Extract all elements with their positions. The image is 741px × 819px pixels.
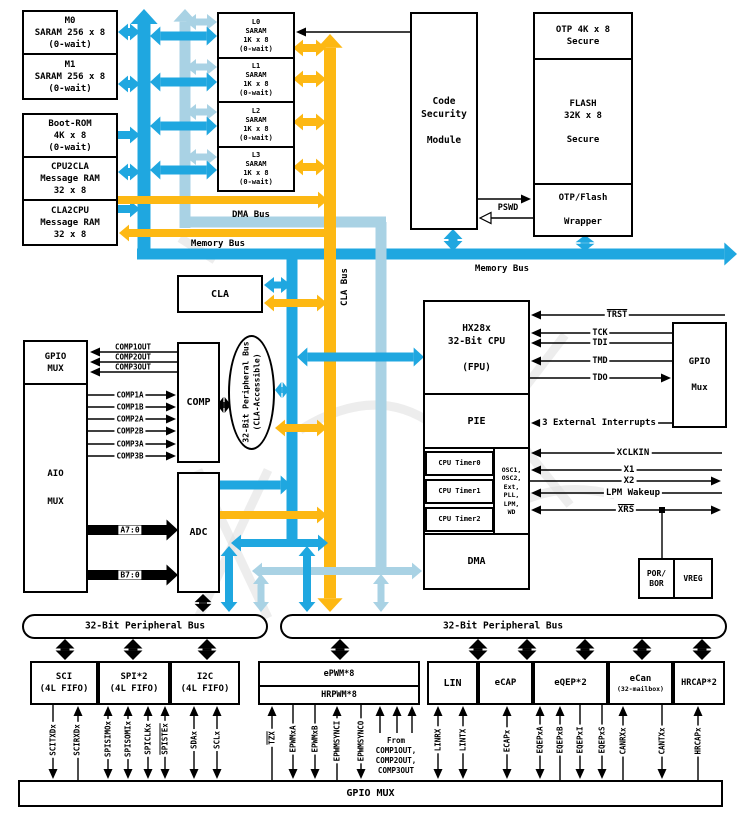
label-peripheral_right-5: EQEPxI xyxy=(575,724,585,756)
block-flash: FLASH 32K x 8 Secure xyxy=(533,58,633,185)
block-gpio-mux-right: GPIO Mux xyxy=(672,322,727,428)
label-clock-3: LPM Wakeup xyxy=(603,488,663,498)
block-otp: OTP 4K x 8 Secure xyxy=(533,12,633,60)
block-lin: LIN xyxy=(427,661,478,705)
label-buses-memory_bus_right: Memory Bus xyxy=(474,264,530,274)
label-peripheral_right-2: ECAPx xyxy=(502,727,512,755)
label-i2c-1: SCLx xyxy=(212,728,222,752)
block-boot-rom: Boot-ROM 4K x 8 (0-wait) xyxy=(22,113,118,158)
ecan-title: eCan xyxy=(629,673,652,684)
peripheral-bus-left-ellipse xyxy=(22,614,268,639)
label-clock-4: XRS xyxy=(615,505,637,515)
block-otp-flash-wrapper: OTP/Flash Wrapper xyxy=(533,183,633,237)
label-jtag-4: TDO xyxy=(590,373,610,383)
ecan-subtitle: (32-mailbox) xyxy=(617,684,664,693)
label-buses-periph_bus_left: 32-Bit Peripheral Bus xyxy=(84,620,206,632)
label-peripheral_right-1: LINTX xyxy=(458,726,468,754)
block-l1-saram: L1 SARAM 1K x 8 (0-wait) xyxy=(217,57,295,103)
label-adc_in-0: A7:0 xyxy=(118,525,142,535)
block-hrpwm: HRPWM*8 xyxy=(258,685,420,705)
label-comp_out-0: COMP1OUT xyxy=(114,342,152,352)
label-peripheral_right-0: LINRX xyxy=(433,726,443,754)
block-sci: SCI (4L FIFO) xyxy=(30,661,98,705)
block-ecan: eCan (32-mailbox) xyxy=(608,661,673,705)
label-jtag-2: TDI xyxy=(590,338,610,348)
block-spi: SPI*2 (4L FIFO) xyxy=(98,661,170,705)
label-spi-1: SPISOMIx xyxy=(123,718,133,760)
block-por-bor: POR/ BOR xyxy=(638,558,675,599)
label-peripheral_right-9: HRCAPx xyxy=(693,725,703,757)
block-cpu2cla-ram: CPU2CLA Message RAM 32 x 8 xyxy=(22,156,118,201)
block-gpio-mux-bottom: GPIO MUX xyxy=(18,780,723,807)
block-epwm: ePWM*8 xyxy=(258,661,420,687)
label-i2c-0: SDAx xyxy=(189,728,199,752)
label-peripheral_right-7: CANRXx xyxy=(618,725,628,757)
label-pwm-4: EPWMSYNCO xyxy=(356,718,366,764)
block-l0-saram: L0 SARAM 1K x 8 (0-wait) xyxy=(217,12,295,59)
label-peripheral_right-3: EQEPxA xyxy=(535,724,545,756)
label-peripheral_right-4: EQEPxB xyxy=(555,724,565,756)
label-comp_in-1: COMP1B xyxy=(114,402,146,412)
label-signals-ext_int: 3 External Interrupts xyxy=(540,418,658,428)
label-comp_in-4: COMP3A xyxy=(114,439,146,449)
block-osc-pll-wd: OSC1, OSC2, Ext, PLL, LPM, WD xyxy=(493,447,530,535)
label-comp_out-1: COMP2OUT xyxy=(114,352,152,362)
block-cpu-timer1: CPU Timer1 xyxy=(425,479,494,504)
label-adc_in-1: B7:0 xyxy=(118,570,142,580)
block-l3-saram: L3 SARAM 1K x 8 (0-wait) xyxy=(217,146,295,192)
label-pwm-2: EPWMxB xyxy=(310,723,320,755)
block-l2-saram: L2 SARAM 1K x 8 (0-wait) xyxy=(217,101,295,148)
label-spi-2: SPICLKx xyxy=(143,721,153,757)
label-comp_out-2: COMP3OUT xyxy=(114,362,152,372)
label-comp_in-2: COMP2A xyxy=(114,414,146,424)
label-clock-0: XCLKIN xyxy=(614,448,652,458)
label-comp_in-5: COMP3B xyxy=(114,451,146,461)
label-jtag-3: TMD xyxy=(590,356,610,366)
block-adc: ADC xyxy=(177,472,220,593)
label-buses-cla_bus: CLA Bus xyxy=(340,268,350,306)
block-ecap: eCAP xyxy=(478,661,533,705)
label-sci-0: SCITXDx xyxy=(48,722,58,758)
block-comp: COMP xyxy=(177,342,220,463)
label-clock-1: X1 xyxy=(621,465,637,475)
label-peripheral_right-6: EQEPxS xyxy=(597,724,607,756)
block-gpio-mux-left: GPIO MUX xyxy=(23,340,88,385)
block-m0-saram: M0 SARAM 256 x 8 (0-wait) xyxy=(22,10,118,55)
block-cla: CLA xyxy=(177,275,263,313)
label-buses-pswd: PSWD xyxy=(495,203,521,213)
label-buses-periph_bus_cla: 32-Bit Peripheral Bus (CLA-Accessible) xyxy=(241,341,262,443)
label-jtag-1: TCK xyxy=(590,328,610,338)
label-comp_in-3: COMP2B xyxy=(114,426,146,436)
label-pwm-1: EPWMxA xyxy=(288,723,298,755)
block-hrcap: HRCAP*2 xyxy=(673,661,725,705)
block-m1-saram: M1 SARAM 256 x 8 (0-wait) xyxy=(22,53,118,100)
label-signals-pwm_from: From COMP1OUT, COMP2OUT, COMP3OUT xyxy=(373,736,419,776)
label-buses-dma_bus: DMA Bus xyxy=(232,210,270,220)
block-cpu: HX28x 32-Bit CPU (FPU) xyxy=(423,300,530,395)
label-jtag-0: TRST xyxy=(604,310,630,320)
block-code-security-module: Code Security Module xyxy=(410,12,478,230)
block-pie: PIE xyxy=(423,393,530,449)
label-clock-2: X2 xyxy=(621,476,637,486)
label-peripheral_right-8: CANTXx xyxy=(657,725,667,757)
label-comp_in-0: COMP1A xyxy=(114,390,146,400)
label-pwm-0: TZX xyxy=(267,729,277,747)
block-eqep: eQEP*2 xyxy=(533,661,608,705)
block-vreg: VREG xyxy=(673,558,713,599)
block-i2c: I2C (4L FIFO) xyxy=(170,661,240,705)
peripheral-bus-cla-ellipse xyxy=(228,335,275,450)
block-cpu-timer2: CPU Timer2 xyxy=(425,507,494,532)
block-dma: DMA xyxy=(423,533,530,590)
block-aio-mux: AIO MUX xyxy=(23,383,88,593)
block-cla2cpu-ram: CLA2CPU Message RAM 32 x 8 xyxy=(22,199,118,246)
label-sci-1: SCIRXDx xyxy=(72,722,82,758)
label-buses-periph_bus_right: 32-Bit Peripheral Bus xyxy=(442,620,564,632)
block-cpu-timer0: CPU Timer0 xyxy=(425,451,494,476)
label-pwm-3: EPWMSYNCI xyxy=(332,718,342,764)
label-spi-3: SPISTEx xyxy=(160,721,170,757)
label-buses-memory_bus_left: Memory Bus xyxy=(190,239,246,249)
peripheral-bus-right-ellipse xyxy=(280,614,727,639)
label-spi-0: SPISIMOx xyxy=(103,718,113,760)
